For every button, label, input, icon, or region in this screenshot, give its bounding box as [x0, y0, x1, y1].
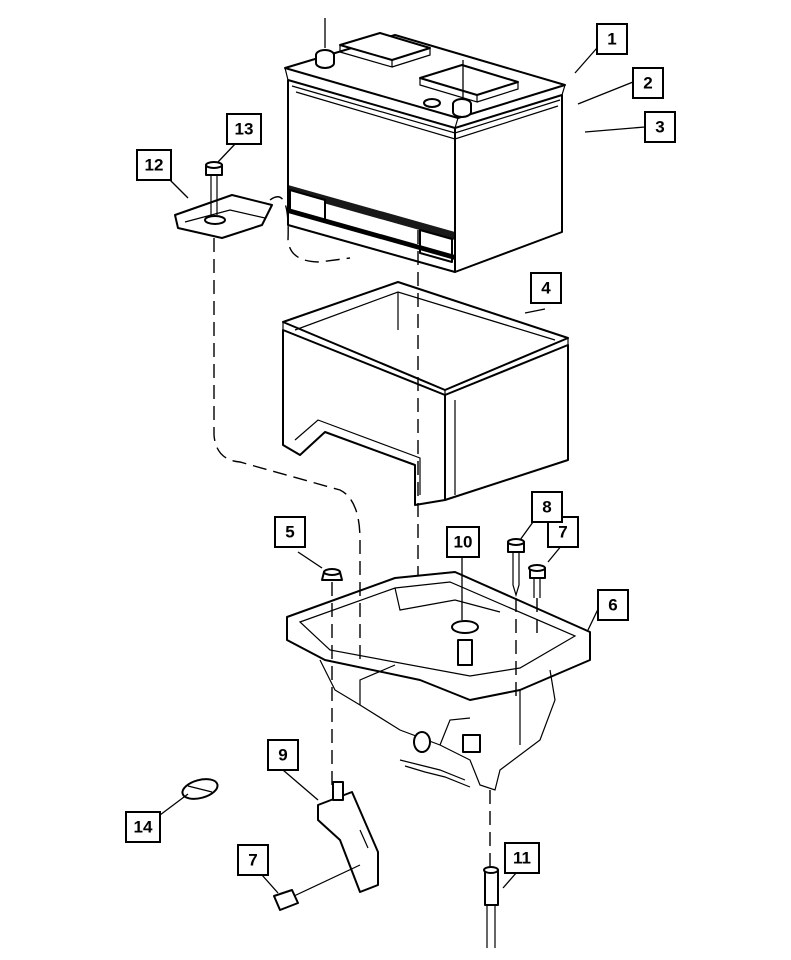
callout-11: 11: [504, 842, 540, 874]
callout-1-label: 1: [607, 30, 616, 49]
callout-leaders: [159, 39, 646, 894]
callout-6-label: 6: [608, 596, 617, 615]
callout-14: 14: [125, 811, 161, 843]
callout-13: 13: [226, 113, 262, 145]
battery: [284, 18, 566, 273]
callout-4: 4: [530, 272, 562, 304]
callout-9: 9: [267, 739, 299, 771]
callout-5-label: 5: [285, 523, 294, 542]
callout-1: 1: [596, 23, 628, 55]
callout-6: 6: [597, 589, 629, 621]
screw-8: [507, 538, 525, 598]
callout-8-label: 8: [542, 498, 551, 517]
callout-3: 3: [644, 111, 676, 143]
callout-7-lower: 7: [237, 844, 269, 876]
callout-3-label: 3: [655, 118, 664, 137]
callout-8: 8: [531, 491, 563, 523]
callout-2: 2: [632, 67, 664, 99]
assembly-lines: [213, 196, 538, 868]
bracket-9: [317, 781, 379, 893]
callout-7-lower-label: 7: [248, 851, 257, 870]
battery-tray: [286, 571, 591, 791]
hold-down-bolt: [205, 161, 223, 215]
clip-14: [181, 778, 219, 800]
callout-10: 10: [446, 526, 480, 558]
callout-2-label: 2: [643, 74, 652, 93]
callout-5: 5: [274, 516, 306, 548]
callout-12: 12: [136, 149, 172, 181]
stud-11: [483, 866, 499, 948]
callout-10-label: 10: [454, 533, 473, 552]
battery-shield: [282, 281, 569, 506]
callout-11-label: 11: [513, 849, 531, 868]
callout-14-label: 14: [134, 818, 153, 837]
callout-9-label: 9: [278, 746, 287, 765]
callout-7-upper-label: 7: [558, 523, 567, 542]
bolt-7-upper: [528, 564, 546, 598]
callout-4-label: 4: [541, 279, 551, 298]
hold-down-clamp: [174, 194, 273, 239]
callout-12-label: 12: [145, 156, 164, 175]
nut-5: [321, 568, 343, 581]
bolt-7-lower: [273, 864, 361, 911]
callout-13-label: 13: [235, 120, 254, 139]
